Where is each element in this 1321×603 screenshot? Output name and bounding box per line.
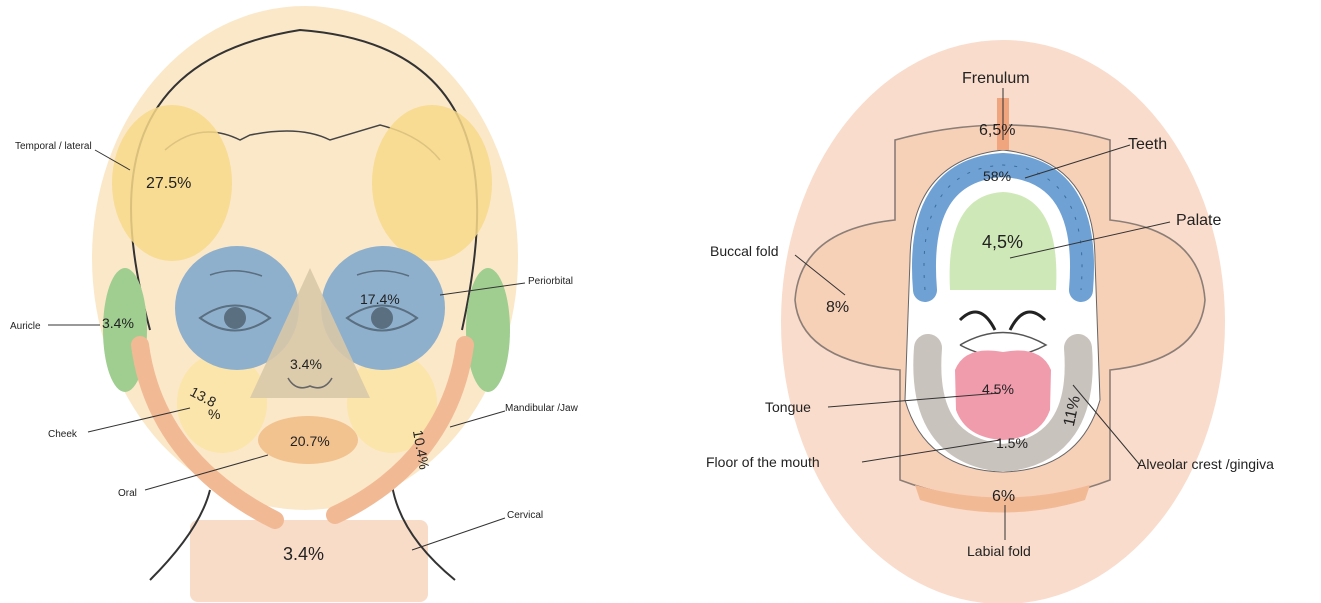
value-buccal: 8% <box>826 299 849 316</box>
temporal-right-region <box>372 105 492 261</box>
label-mandibular: Mandibular /Jaw <box>505 403 579 414</box>
value-cervical: 3.4% <box>283 544 324 564</box>
label-floor: Floor of the mouth <box>706 454 820 470</box>
value-auricle: 3.4% <box>102 315 134 331</box>
ear-right-region <box>466 268 510 392</box>
value-cheek-percent: % <box>208 406 220 422</box>
label-cervical: Cervical <box>507 510 543 521</box>
label-tongue: Tongue <box>765 399 811 415</box>
label-cheek: Cheek <box>48 429 78 440</box>
value-tongue: 4.5% <box>982 381 1014 397</box>
label-alveolar: Alveolar crest /gingiva <box>1137 456 1274 472</box>
face-diagram: Temporal / lateral Periorbital Auricle C… <box>10 6 579 602</box>
value-frenulum: 6,5% <box>979 122 1015 139</box>
value-temporal: 27.5% <box>146 175 191 192</box>
label-periorbital: Periorbital <box>528 276 573 287</box>
value-palate: 4,5% <box>982 232 1023 252</box>
label-labial: Labial fold <box>967 543 1031 559</box>
label-oral: Oral <box>118 488 137 499</box>
value-oral: 20.7% <box>290 433 330 449</box>
value-periorbital: 17.4% <box>360 291 400 307</box>
label-auricle: Auricle <box>10 321 41 332</box>
mouth-diagram: Frenulum Teeth Palate Buccal fold Tongue… <box>706 40 1274 603</box>
label-temporal: Temporal / lateral <box>15 141 92 152</box>
label-buccal: Buccal fold <box>710 243 778 259</box>
label-teeth: Teeth <box>1128 136 1167 153</box>
value-nose: 3.4% <box>290 356 322 372</box>
value-floor: 1.5% <box>996 435 1028 451</box>
value-teeth: 58% <box>983 168 1011 184</box>
value-labial: 6% <box>992 488 1015 505</box>
label-frenulum: Frenulum <box>962 70 1030 87</box>
label-palate: Palate <box>1176 212 1221 229</box>
